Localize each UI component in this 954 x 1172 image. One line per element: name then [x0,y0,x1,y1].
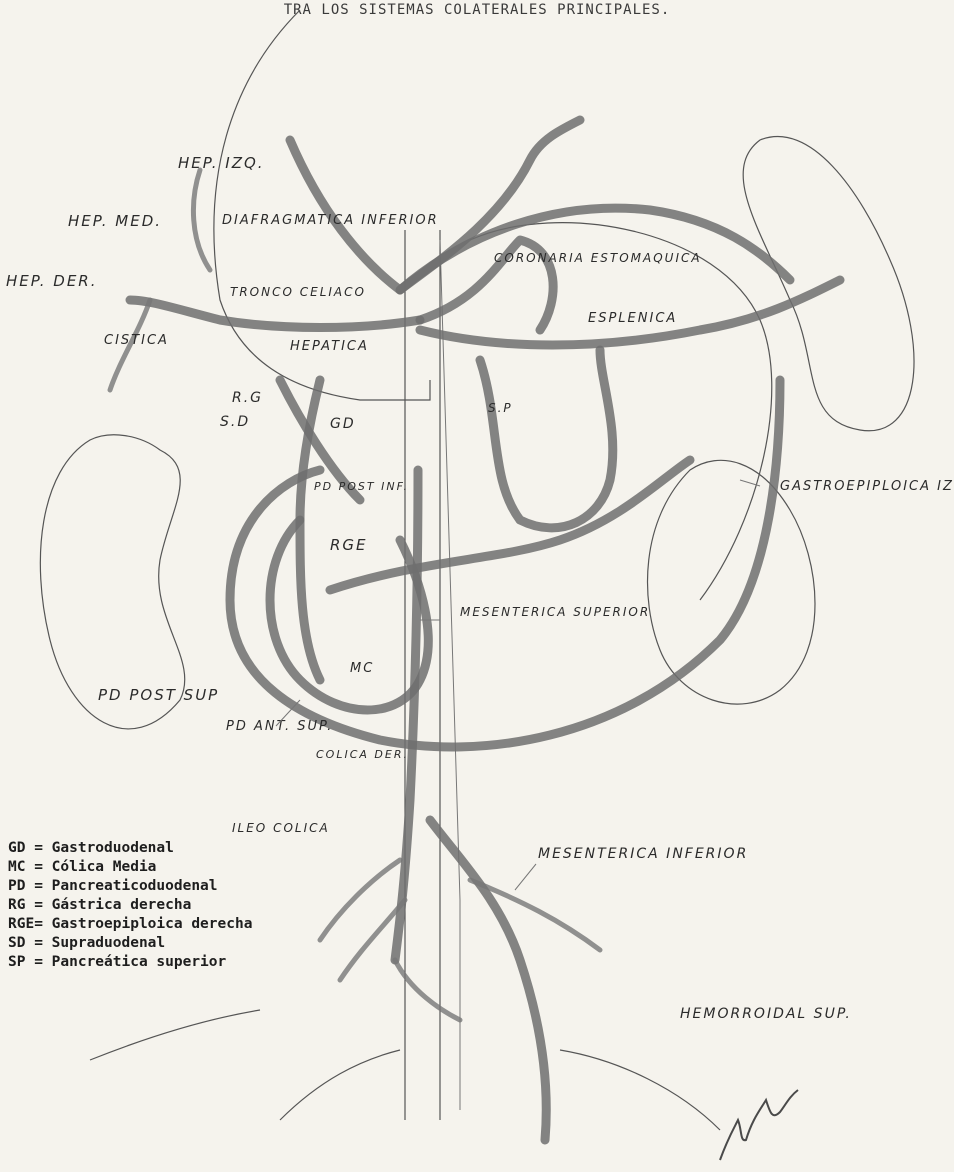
right-kidney-outline [40,435,184,729]
label-sd: S.D [220,414,250,430]
label-esplenica: ESPLENICA [588,311,677,326]
label-rge: RGE [330,536,368,554]
label-pd-post-inf: PD POST INF. [314,480,409,493]
legend-item: RG = Gástrica derecha [8,896,252,915]
legend-item: MC = Cólica Media [8,858,252,877]
label-gastroepiploica-izq: GASTROEPIPLOICA IZQ. [780,479,954,494]
label-ileo-colica: ILEO COLICA [232,821,330,835]
mesenterica-inferior-branch [470,880,600,950]
label-coronaria: CORONARIA ESTOMAQUICA [494,251,702,265]
label-pd-post-sup: PD POST SUP [98,686,219,704]
midline [440,240,460,1110]
label-hemorroidal-sup: HEMORROIDAL SUP. [680,1006,852,1022]
label-hep-med: HEP. MED. [68,212,162,230]
label-sp: S.P [488,401,513,415]
label-hepatica: HEPATICA [290,339,369,354]
label-mc: MC [350,661,374,676]
label-hep-der: HEP. DER. [6,272,98,290]
label-tronco-celiaco: TRONCO CELIACO [230,285,366,299]
hepatic-vessel [130,300,420,328]
mesenterica-inferior-vessel [430,820,546,1140]
label-mesenterica-superior: MESENTERICA SUPERIOR [460,605,650,619]
signature [720,1090,798,1160]
label-rg: R.G [232,390,263,406]
legend-item: PD = Pancreaticoduodenal [8,877,252,896]
legend-item: SD = Supraduodenal [8,934,252,953]
label-diafragmatica: DIAFRAGMATICA INFERIOR [222,213,439,228]
stomach-outline [470,223,772,600]
sp-vessel [480,350,613,528]
label-gd: GD [330,416,356,432]
legend: GD = Gastroduodenal MC = Cólica Media PD… [8,839,252,972]
hepatic-branches [110,170,210,390]
label-hep-izq: HEP. IZQ. [178,154,265,172]
legend-item: RGE= Gastroepiploica derecha [8,915,252,934]
legend-item: GD = Gastroduodenal [8,839,252,858]
legend-item: SP = Pancreática superior [8,953,252,972]
ileocolica-branches [320,860,460,1020]
label-mesenterica-inferior: MESENTERICA INFERIOR [538,846,748,862]
label-pd-ant-sup: PD ANT. SUP. [226,719,333,734]
label-colica-der: COLICA DER. [316,748,409,761]
diafragmatica-left-branch [400,208,790,290]
label-cistica: CISTICA [104,333,169,348]
left-kidney-outline [648,460,815,704]
